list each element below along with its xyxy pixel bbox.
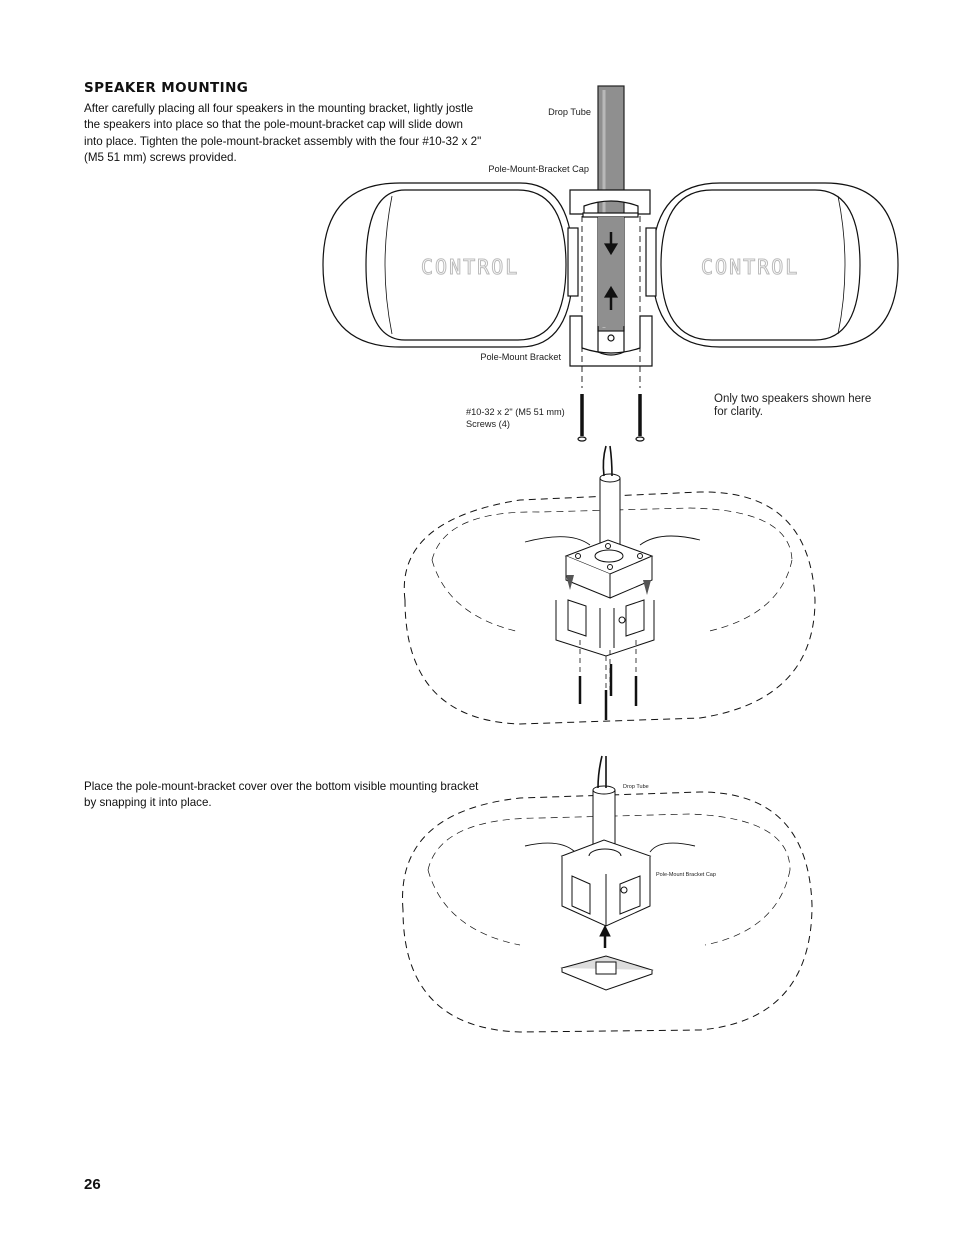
- figure-exploded-side-view: CONTROL CONTROL: [322, 85, 899, 442]
- right-speaker: CONTROL: [645, 182, 899, 348]
- figure-isometric-screws: [403, 445, 816, 725]
- section-heading: SPEAKER MOUNTING: [84, 80, 249, 96]
- figure-1-labels: Drop Tube Pole-Mount-Bracket Cap Pole-Mo…: [466, 107, 871, 429]
- clarity-note: Only two speakers shown here: [714, 393, 871, 405]
- cover-paragraph: Place the pole-mount-bracket cover over …: [84, 780, 479, 810]
- arrow-down-icon: [566, 575, 574, 590]
- arrow-down-icon: [603, 232, 619, 256]
- assembled-bracket: [560, 839, 652, 927]
- clarity-note-cont: for clarity.: [714, 406, 763, 418]
- speaker-outline-dashed: [403, 491, 816, 725]
- left-speaker: CONTROL: [322, 182, 579, 348]
- arrow-down-icon: [643, 580, 651, 595]
- page-number: 26: [84, 1176, 101, 1193]
- bracket-cover-plate: [560, 955, 654, 991]
- arrow-up-icon: [599, 924, 611, 948]
- screw-icon: [577, 394, 587, 442]
- label-drop-tube: Drop Tube: [548, 107, 591, 117]
- drop-tube: [599, 445, 621, 553]
- arrow-up-icon: [603, 285, 619, 310]
- label-cap-small: Pole-Mount Bracket Cap: [656, 872, 716, 878]
- label-screws: #10-32 x 2" (M5 51 mm): [466, 407, 565, 417]
- alignment-lines: [581, 216, 641, 388]
- brand-logo-right: CONTROL: [701, 255, 799, 279]
- label-drop-tube-small: Drop Tube: [623, 784, 649, 790]
- label-screws-count: Screws (4): [466, 419, 510, 429]
- label-bracket-cap: Pole-Mount-Bracket Cap: [488, 164, 589, 174]
- pole-mount-bracket: [555, 599, 655, 657]
- brand-logo-left: CONTROL: [421, 255, 519, 279]
- figure-bracket-cover: [402, 755, 813, 1033]
- screws: [578, 664, 638, 720]
- screw-icon: [635, 394, 645, 442]
- intro-paragraph: After carefully placing all four speaker…: [84, 102, 482, 164]
- bracket-cap: [564, 539, 654, 599]
- figure-3-labels: Drop Tube Pole-Mount Bracket Cap: [623, 784, 716, 878]
- label-pole-mount-bracket: Pole-Mount Bracket: [480, 352, 561, 362]
- drop-tube: [592, 755, 616, 853]
